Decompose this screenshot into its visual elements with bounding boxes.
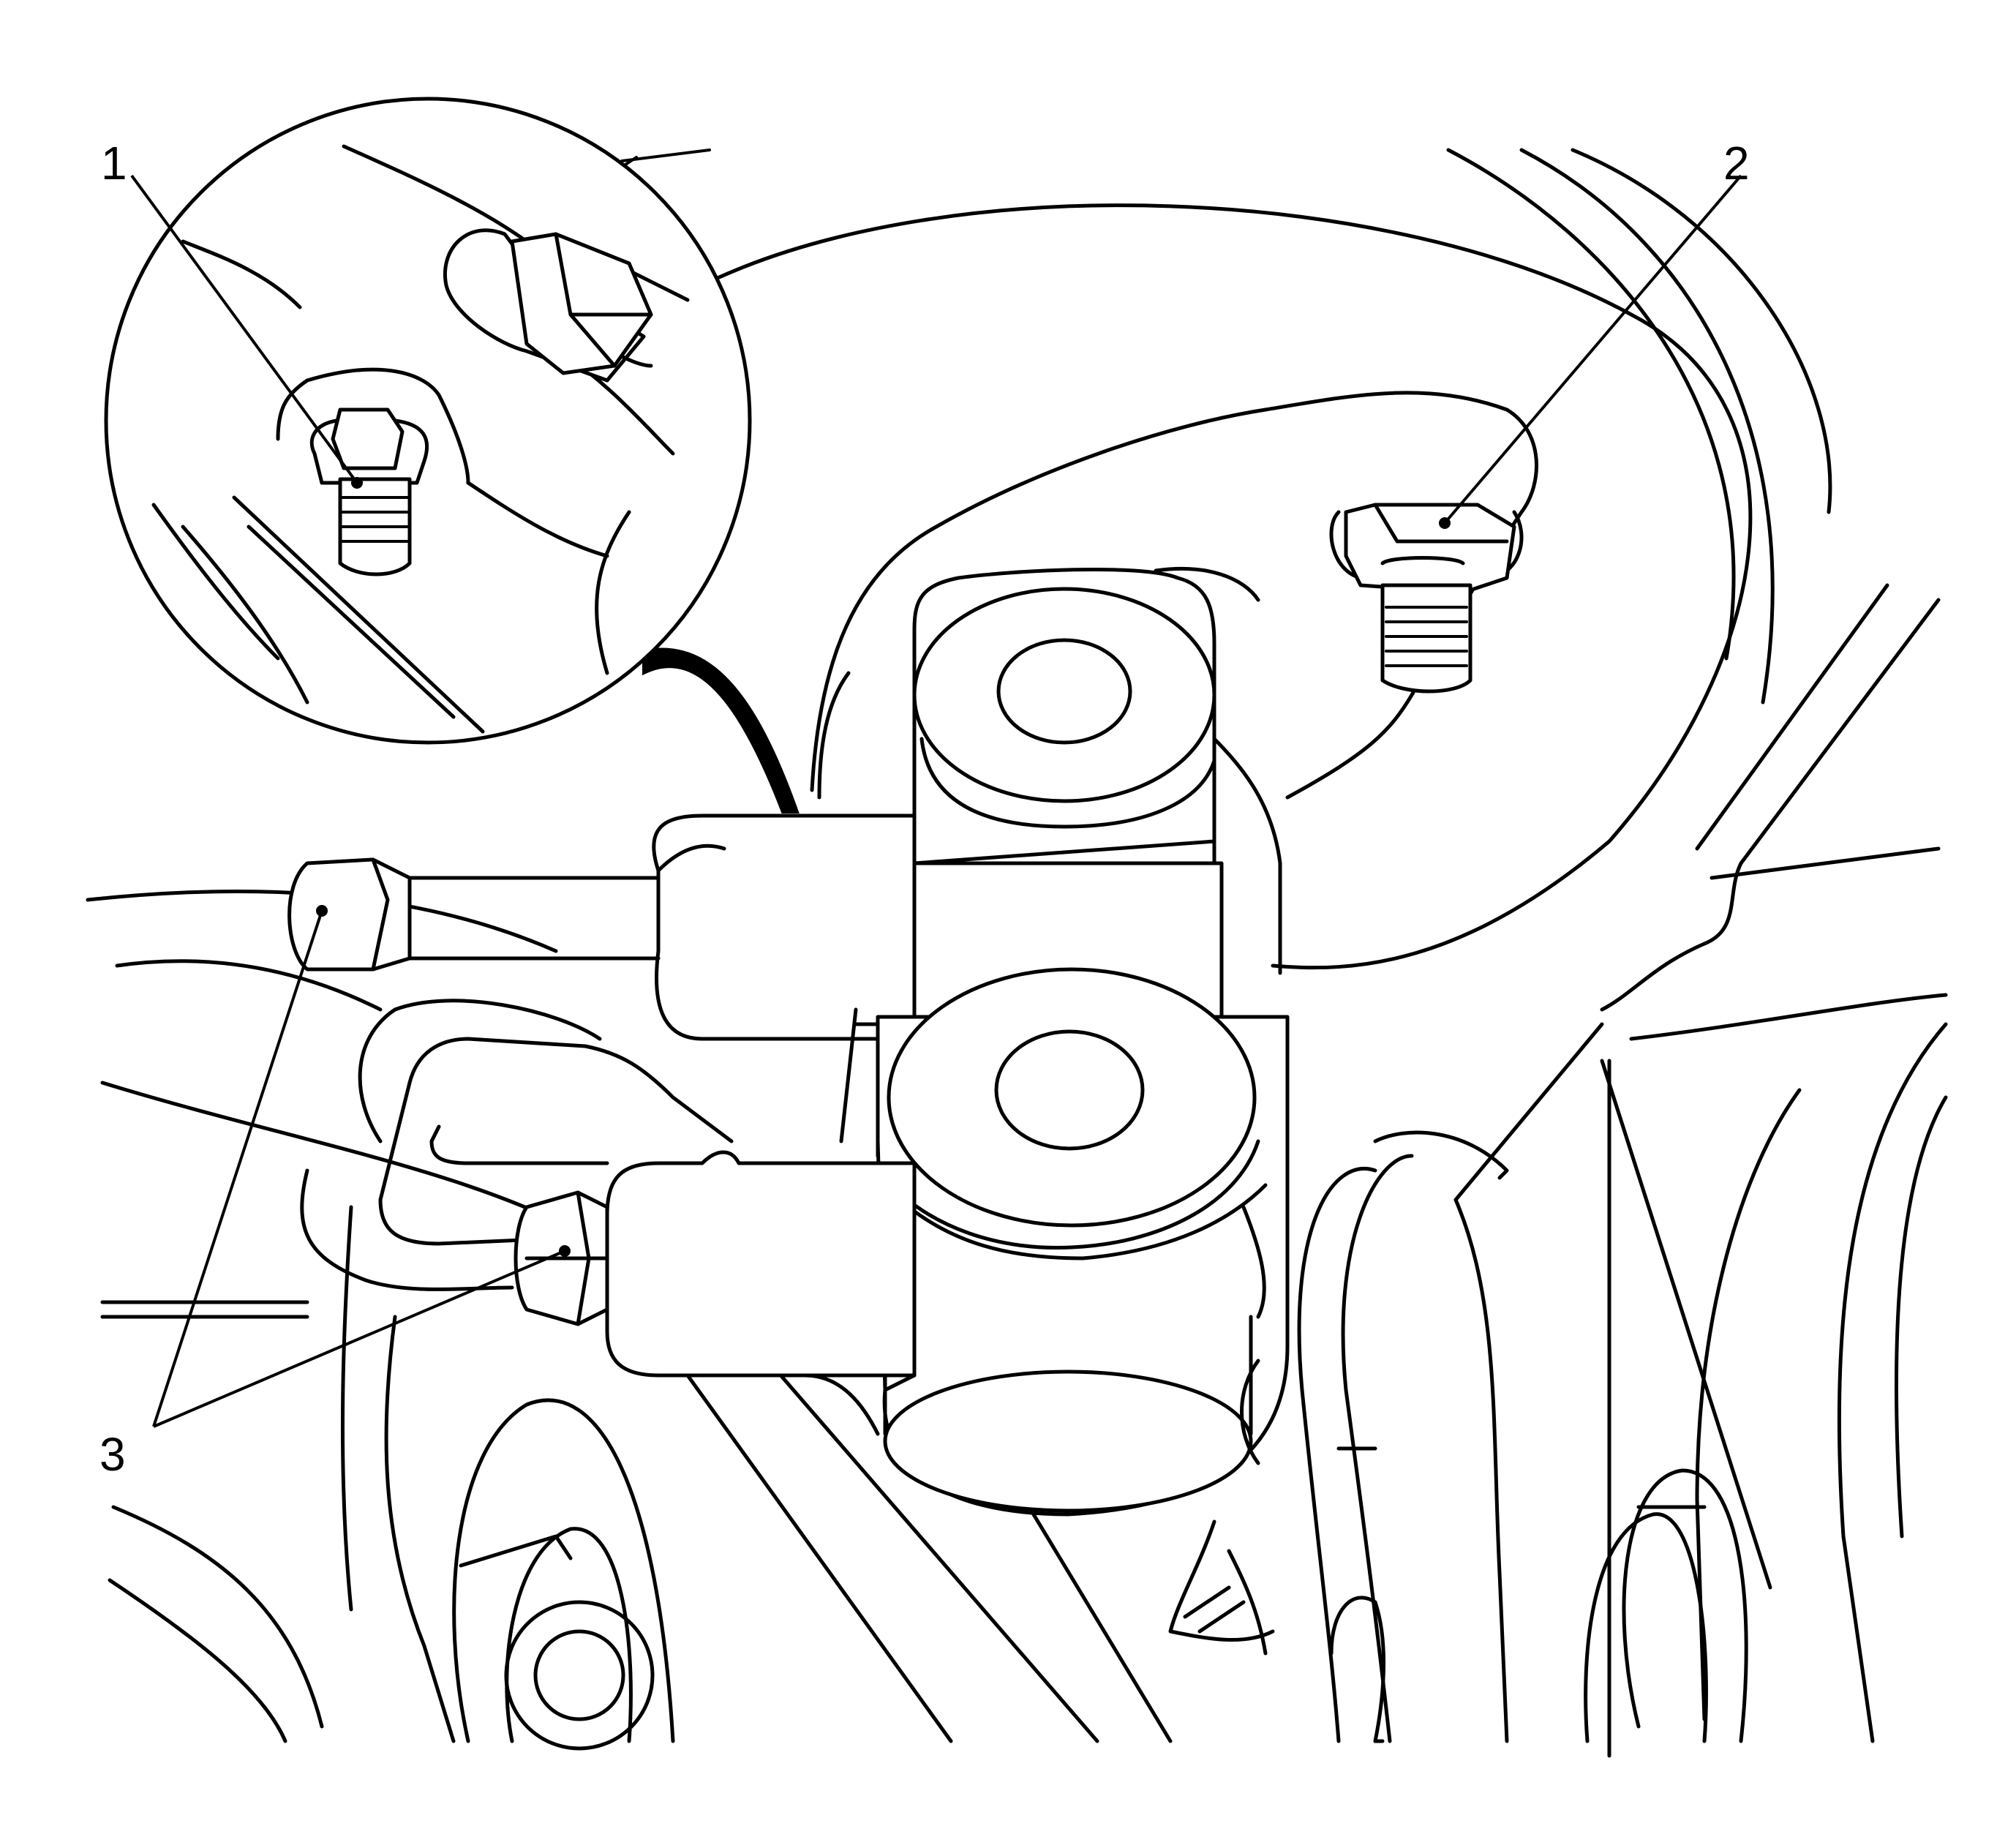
- inset-detail-circle: [104, 97, 752, 745]
- leader-3b-dot: [559, 1245, 571, 1257]
- callout-1: 1: [101, 137, 127, 189]
- callout-3: 3: [99, 1428, 126, 1481]
- proportioning-valve-body: [605, 391, 1538, 1656]
- mounting-nut-2: [1329, 503, 1524, 694]
- leader-3b: [153, 1250, 565, 1428]
- wire-harness: [642, 647, 800, 814]
- leader-2-dot: [1439, 517, 1451, 529]
- right-structure: [1297, 583, 1948, 1758]
- callout-leaders: [130, 174, 1742, 1428]
- leader-1: [130, 174, 358, 484]
- leader-3a: [152, 910, 323, 1427]
- brake-lines: [287, 857, 734, 1326]
- leader-2: [1443, 174, 1742, 525]
- leader-3a-dot: [316, 905, 328, 917]
- leader-1-dot: [351, 477, 363, 489]
- callout-2: 2: [1723, 137, 1750, 189]
